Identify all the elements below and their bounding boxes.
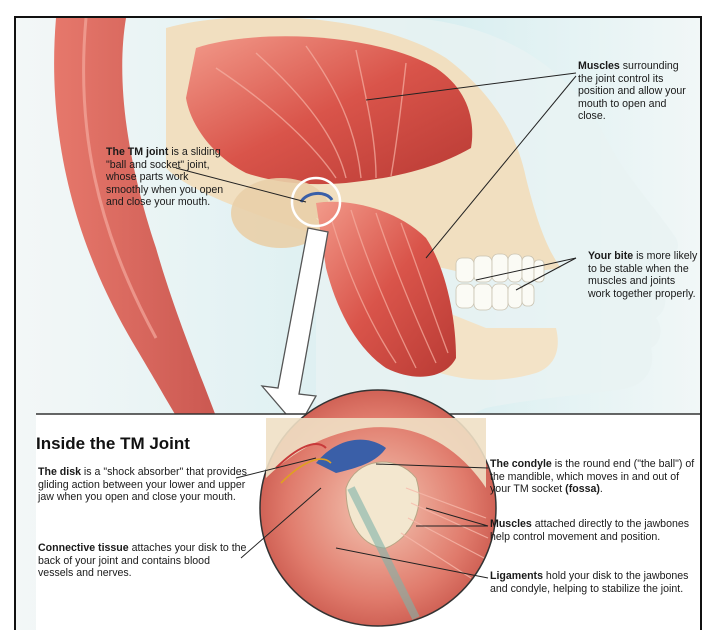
your-bite-label: Your bite is more likely to be stable wh…	[588, 250, 698, 300]
connective-tissue-label: Connective tissue attaches your disk to …	[38, 542, 248, 580]
muscles-surrounding-label: Muscles surrounding the joint control it…	[578, 60, 696, 123]
illustration-frame: Inside the TM Joint The TM joint is a sl…	[14, 16, 702, 630]
ligaments-label: Ligaments hold your disk to the jawbones…	[490, 570, 696, 595]
tmj-inset-circle	[260, 390, 496, 626]
muscles-inset-label: Muscles attached directly to the jawbone…	[490, 518, 696, 543]
inset-title: Inside the TM Joint	[36, 434, 190, 454]
condyle-label: The condyle is the round end ("the ball"…	[490, 458, 696, 496]
disk-label: The disk is a "shock absorber" that prov…	[38, 466, 248, 504]
tm-joint-label: The TM joint is a sliding "ball and sock…	[106, 146, 224, 209]
